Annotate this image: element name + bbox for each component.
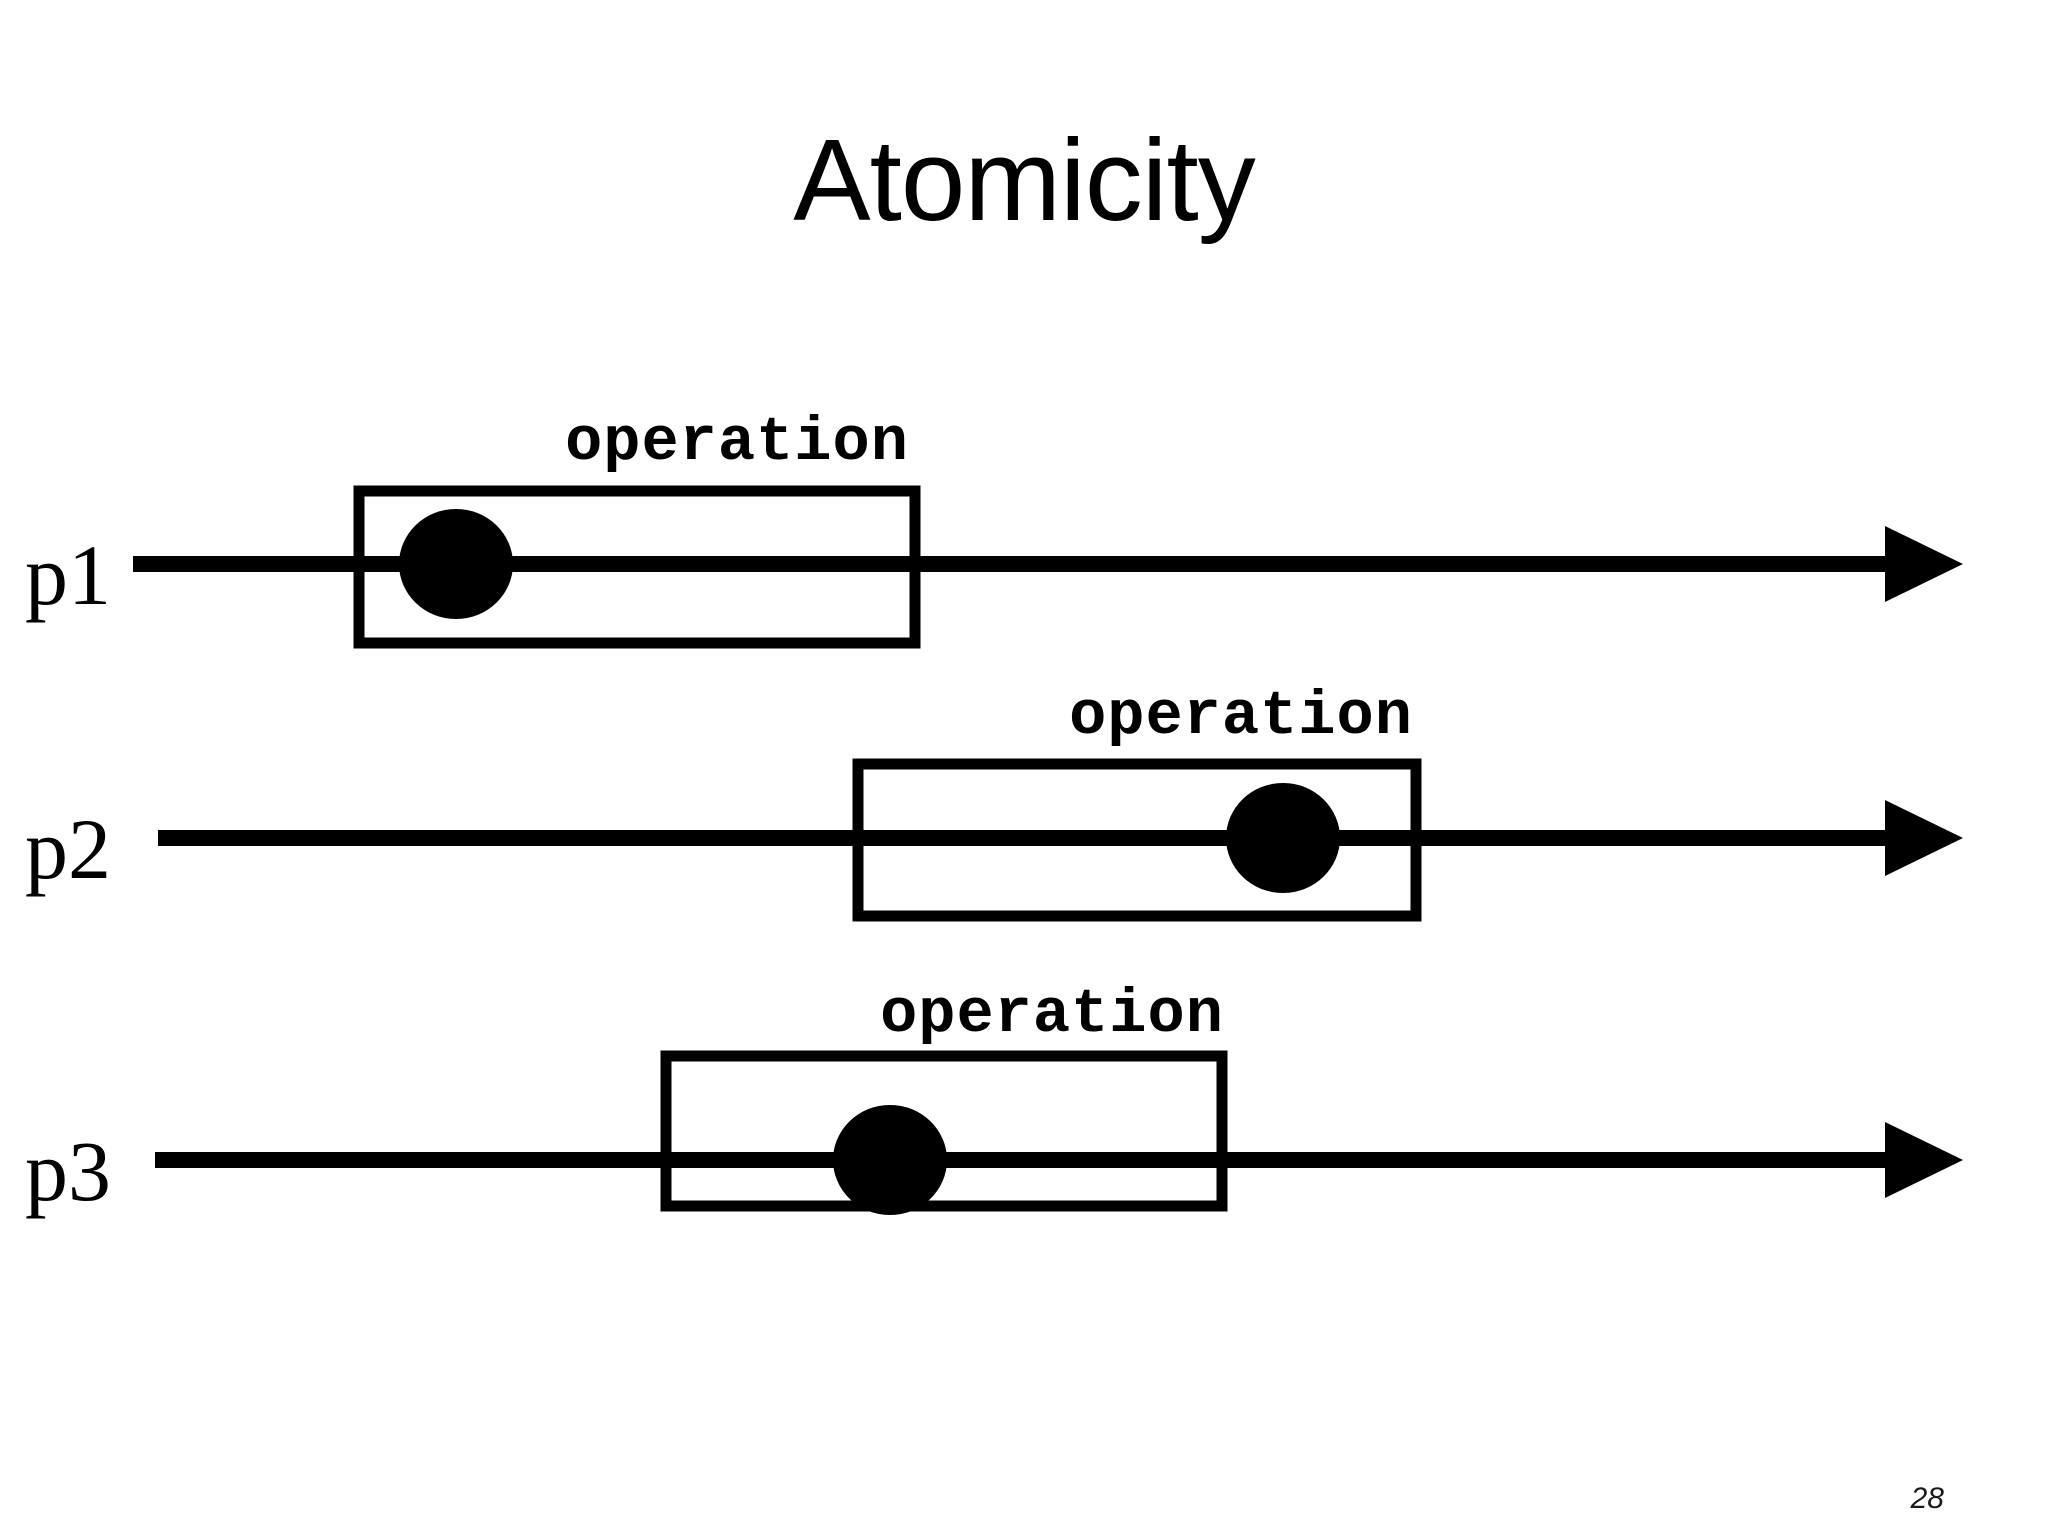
operation-box-p1[interactable] xyxy=(353,485,921,649)
operation-box-p3[interactable] xyxy=(660,1050,1228,1212)
operation-box-p2[interactable] xyxy=(852,758,1422,922)
linearization-point-dot-p2[interactable] xyxy=(1226,783,1340,893)
time-arrow-head-p2 xyxy=(1885,800,1963,876)
operation-label-p3: operation xyxy=(880,979,1224,1050)
process-label-p3: p3 xyxy=(25,1123,111,1219)
time-arrow-head-p3 xyxy=(1885,1122,1963,1198)
linearization-point-dot-p1[interactable] xyxy=(399,509,513,619)
page-number: 28 xyxy=(1910,1482,1944,1515)
process-label-p1: p1 xyxy=(25,527,111,623)
operation-label-p2: operation xyxy=(1069,681,1413,752)
time-arrow-head-p1 xyxy=(1885,526,1963,602)
page-title: Atomicity xyxy=(793,115,1256,245)
linearization-point-dot-p3[interactable] xyxy=(833,1105,947,1215)
process-label-p2: p2 xyxy=(25,801,111,897)
operation-label-p1: operation xyxy=(565,407,909,478)
